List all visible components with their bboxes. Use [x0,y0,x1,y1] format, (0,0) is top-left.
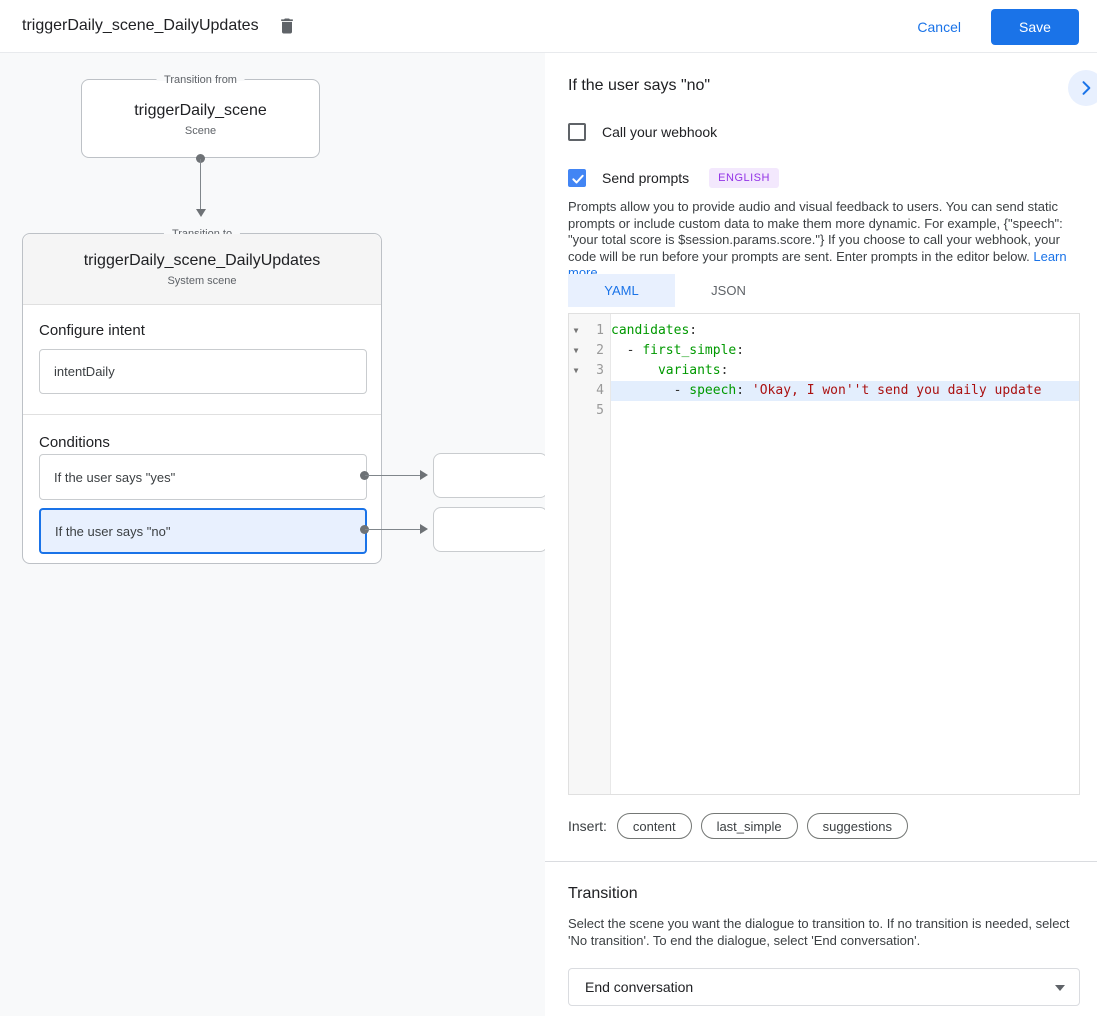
trash-icon [280,18,293,34]
editor-gutter: ▼ 1 ▼ 2 ▼ 3 4 5 [569,314,611,794]
line-number: 1 [596,323,604,338]
send-prompts-checkbox[interactable] [568,169,586,187]
code-line[interactable]: variants: [611,361,1079,381]
condition-label: If the user says "no" [55,523,171,539]
code-token: - [611,343,643,358]
to-scene-name: triggerDaily_scene_DailyUpdates [83,252,321,269]
header: triggerDaily_scene_DailyUpdates Cancel S… [0,0,1097,53]
insert-chip-suggestions[interactable]: suggestions [806,813,908,839]
divider [545,861,1097,862]
transition-to-box[interactable]: Transition to triggerDaily_scene_DailyUp… [22,226,382,564]
transition-description: Select the scene you want the dialogue t… [568,916,1070,948]
to-scene-type: System scene [167,275,237,287]
code-line[interactable]: candidates: [611,321,1079,341]
editor-code-area[interactable]: candidates: - first_simple: variants: - … [611,314,1079,794]
condition-label: If the user says "yes" [54,469,176,485]
fold-arrow-icon[interactable]: ▼ [573,346,579,355]
conditions-label: Conditions [39,434,110,451]
conditions-list: If the user says "yes" If the user says "… [39,454,367,562]
line-number: 2 [596,343,604,358]
transition-select[interactable]: End conversation [568,968,1080,1006]
code-token: 'Okay, I won''t send you daily update [751,383,1042,398]
send-prompts-row: Send prompts ENGLISH [568,168,779,188]
prompt-code-editor[interactable]: ▼ 1 ▼ 2 ▼ 3 4 5 candidates: - first_simple: var… [568,313,1080,795]
webhook-checkbox[interactable] [568,123,586,141]
arrow-right-icon [420,524,428,534]
code-token: speech [689,383,737,398]
arrow-right-icon [420,470,428,480]
insert-chip-last_simple[interactable]: last_simple [700,813,798,839]
tab-yaml[interactable]: YAML [568,274,675,307]
delete-button[interactable] [277,15,297,37]
code-line[interactable]: - first_simple: [611,341,1079,361]
insert-label: Insert: [568,818,607,834]
connector-dot [196,154,205,163]
connector-line [200,159,201,209]
code-token: variants [657,363,721,378]
save-button[interactable]: Save [991,8,1079,45]
insert-chip-content[interactable]: content [616,813,692,839]
condition-item[interactable]: If the user says "no" [39,508,367,554]
line-number: 5 [596,403,604,418]
editor-tabs: YAML JSON [568,274,782,307]
webhook-label: Call your webhook [602,124,718,140]
arrow-down-icon [196,209,206,217]
transition-from-label: Transition from [156,72,245,88]
tab-json[interactable]: JSON [675,274,782,307]
code-token: : [736,383,752,398]
code-token: : [736,343,745,358]
prompts-description: Prompts allow you to provide audio and v… [568,199,1083,282]
fold-arrow-icon[interactable]: ▼ [573,326,579,335]
send-prompts-label: Send prompts [602,170,690,186]
insert-chips: content last_simple suggestions [616,813,917,839]
webhook-row: Call your webhook [568,123,717,141]
divider [23,414,381,415]
cancel-button[interactable]: Cancel [917,18,961,35]
fold-arrow-icon[interactable]: ▼ [573,366,579,375]
panel-title: If the user says "no" [568,77,711,94]
intent-name: intentDaily [54,364,115,379]
transition-heading: Transition [568,885,638,902]
condition-target-box[interactable] [433,507,548,552]
code-token: first_simple [642,343,737,358]
intent-item[interactable]: intentDaily [39,349,367,394]
header-actions: Cancel Save [917,0,1079,53]
connector-dot [360,471,369,480]
code-line[interactable] [611,401,1079,421]
code-token: : [689,323,698,338]
code-token: - [611,383,690,398]
code-token [611,363,658,378]
transition-select-value: End conversation [585,979,694,995]
code-token: candidates [611,323,690,338]
code-line[interactable]: - speech: 'Okay, I won''t send you daily… [611,381,1079,401]
page-title: triggerDaily_scene_DailyUpdates [22,17,259,34]
line-number: 4 [596,383,604,398]
scene-diagram-canvas: Transition from triggerDaily_scene Scene… [0,53,548,1016]
configure-intent-label: Configure intent [39,322,145,339]
collapse-panel-button[interactable] [1068,70,1097,106]
condition-target-box[interactable] [433,453,548,498]
code-token: : [720,363,729,378]
connector-dot [360,525,369,534]
condition-detail-panel: If the user says "no" Call your webhook … [545,53,1097,1016]
insert-row: Insert: content last_simple suggestions [568,813,917,839]
condition-item[interactable]: If the user says "yes" [39,454,367,500]
from-scene-name: triggerDaily_scene [134,102,267,119]
check-icon [572,174,584,184]
transition-from-box[interactable]: Transition from triggerDaily_scene Scene [81,72,320,158]
chevron-right-icon [1082,81,1091,95]
prompts-description-text: Prompts allow you to provide audio and v… [568,199,1063,264]
from-scene-type: Scene [184,125,217,137]
to-scene-header: triggerDaily_scene_DailyUpdates System s… [23,234,381,305]
language-badge: ENGLISH [709,168,779,188]
line-number: 3 [596,363,604,378]
connector-line [365,475,420,476]
connector-line [365,529,420,530]
arrow-drop-down-icon [1055,985,1065,991]
